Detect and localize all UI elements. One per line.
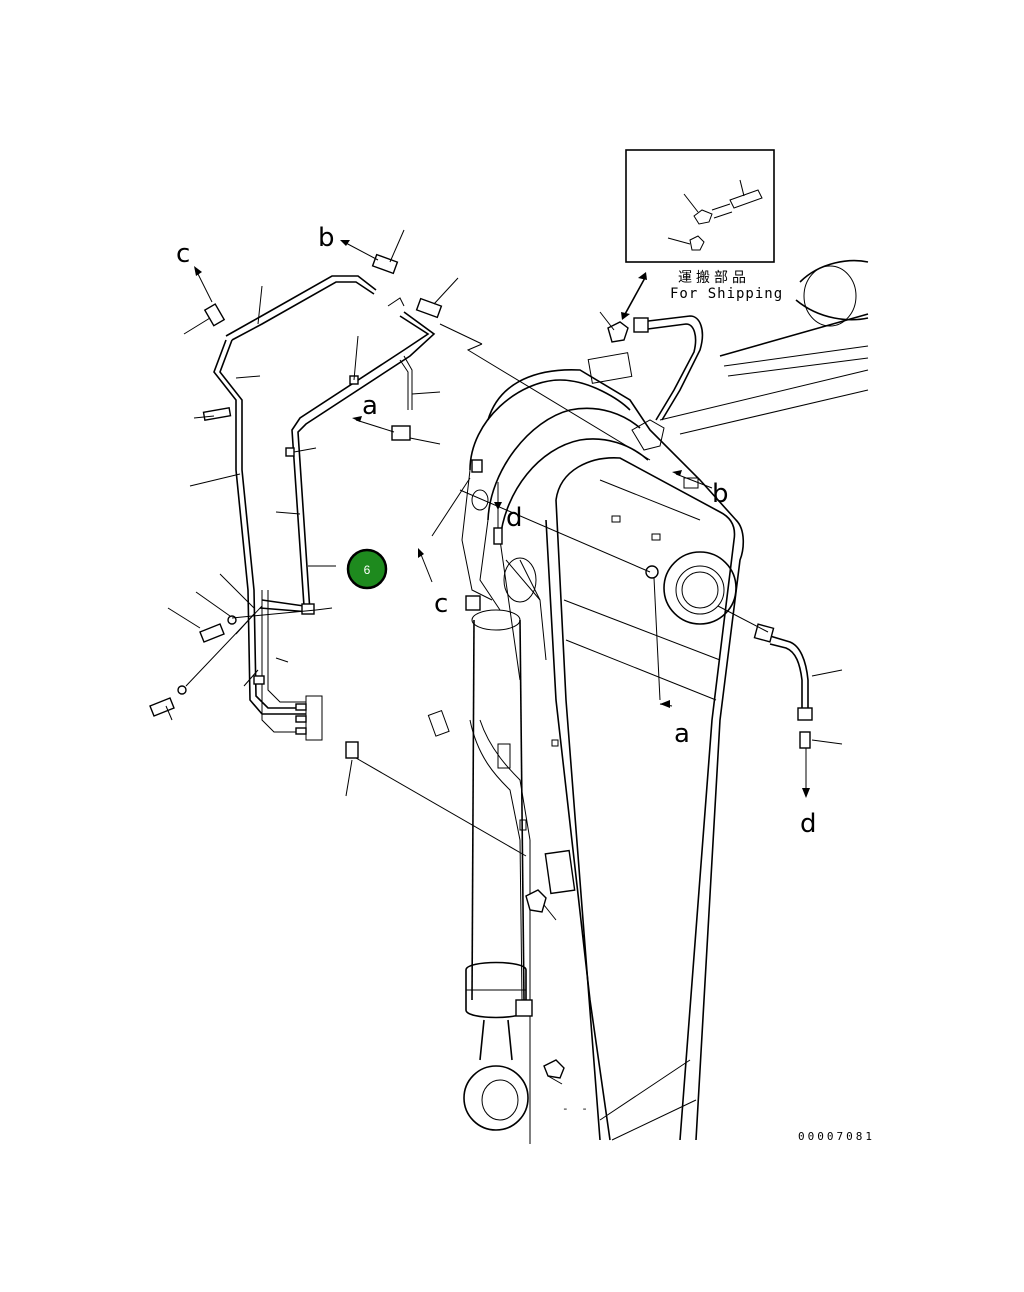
- hose-top: [607, 315, 704, 421]
- inset-elbow-fitting: [693, 209, 713, 225]
- connector-label-a-right: a: [674, 719, 690, 749]
- fitting-b2: [415, 297, 443, 319]
- connector-label-d-right: d: [800, 809, 817, 839]
- connector-label-c-mid: c: [434, 589, 448, 619]
- bolt-2: [149, 697, 175, 717]
- shipping-inset: [625, 149, 775, 263]
- shipping-label-jp: 運搬部品: [678, 270, 750, 286]
- callout-badge-number: 6: [364, 563, 371, 577]
- connector-label-b-right: b: [712, 479, 729, 509]
- dash-mark: - -: [562, 1102, 591, 1115]
- inset-frame: [625, 149, 775, 263]
- fitting-c: [203, 303, 226, 327]
- connector-arrows: [194, 240, 713, 708]
- boom-cylinder: [659, 259, 869, 435]
- drawing-number: 00007081: [798, 1130, 875, 1143]
- shipping-label-en: For Shipping: [670, 286, 783, 302]
- small-parts: [465, 459, 576, 1079]
- callout-badge-circle[interactable]: [346, 548, 388, 590]
- hose-right: [753, 623, 813, 798]
- fitting-b: [371, 253, 399, 275]
- connector-label-a-left: a: [362, 391, 378, 421]
- leader-lines: [165, 229, 843, 1144]
- connector-label-d-mid: d: [506, 503, 523, 533]
- bolt-1: [199, 623, 225, 643]
- shipping-double-arrow: [621, 272, 647, 320]
- callout-badge[interactable]: 6: [346, 548, 388, 590]
- connector-label-c-top: c: [176, 239, 190, 269]
- connector-label-b-top: b: [318, 223, 335, 253]
- fitting-a: [391, 425, 411, 441]
- piping-assembly: [149, 253, 443, 759]
- arm-cylinder: [427, 609, 533, 1140]
- inset-hose-end: [711, 189, 763, 219]
- boom-arm: [461, 352, 745, 1141]
- inset-nut: [689, 235, 705, 251]
